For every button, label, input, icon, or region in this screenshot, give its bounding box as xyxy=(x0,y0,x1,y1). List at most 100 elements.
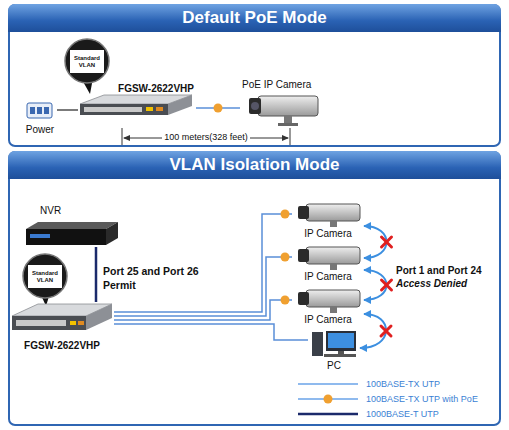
device-label: PoE IP Camera xyxy=(242,79,311,91)
device-label: FGSW-2622VHP xyxy=(118,83,194,95)
device-label: IP Camera xyxy=(304,314,352,326)
camera-icon xyxy=(306,204,360,221)
dimension-line xyxy=(282,135,289,141)
poe-dot xyxy=(281,210,290,219)
pc-icon xyxy=(338,351,344,354)
port-note: Port 1 and Port 24 xyxy=(396,264,482,277)
dimension-label: 100 meters(328 feet) xyxy=(162,132,250,143)
device-node: IP Camera xyxy=(292,286,364,326)
switch-icon xyxy=(16,320,66,326)
camera-icon xyxy=(330,264,337,270)
switch-icon xyxy=(80,95,192,115)
camera-icon xyxy=(251,102,259,110)
device-node: PoE IP Camera xyxy=(240,79,326,126)
camera-icon xyxy=(298,204,360,227)
pc-icon xyxy=(328,333,354,348)
switch-icon xyxy=(78,321,84,325)
legend-sample xyxy=(298,383,358,385)
device-node: Power xyxy=(23,100,57,136)
deny-cross xyxy=(382,280,392,290)
device-node: PC xyxy=(308,329,360,372)
device-node: IP Camera xyxy=(292,200,364,240)
camera-icon xyxy=(298,292,309,305)
cable-connector xyxy=(114,300,292,320)
power-outlet-icon xyxy=(27,103,52,118)
panel-title: Default PoE Mode xyxy=(182,8,327,28)
legend-sample xyxy=(324,395,333,404)
device-node: NVR xyxy=(24,205,120,247)
nvr-icon xyxy=(26,229,106,245)
blocked-link-arrow xyxy=(364,270,387,300)
legend-sample xyxy=(298,413,358,416)
dimension-line xyxy=(123,135,130,141)
pc-icon xyxy=(324,354,356,357)
cable-connector xyxy=(95,247,98,302)
panel-header: Default PoE Mode xyxy=(8,4,501,32)
vlan-badge xyxy=(28,265,62,288)
port-note: Port 25 and Port 26 Permit xyxy=(103,264,221,292)
nvr-icon xyxy=(26,222,118,229)
cable-connector xyxy=(57,109,78,110)
deny-cross xyxy=(382,280,392,290)
switch-icon xyxy=(12,304,112,330)
vlan-badge xyxy=(23,254,67,298)
poe-dot xyxy=(281,253,290,262)
cable-connector xyxy=(114,324,308,340)
legend-sample xyxy=(298,384,358,414)
device-node: FGSW-2622VHP xyxy=(10,302,114,352)
deny-cross xyxy=(381,326,391,336)
camera-icon xyxy=(298,249,309,262)
camera-icon xyxy=(298,290,360,313)
legend-text: 100BASE-TX UTP xyxy=(366,378,440,390)
deny-cross xyxy=(382,237,392,247)
device-label: Power xyxy=(26,124,54,136)
deny-cross xyxy=(381,326,391,336)
camera-icon xyxy=(298,206,309,219)
camera-icon xyxy=(306,247,360,264)
device-label: IP Camera xyxy=(304,228,352,240)
vlan-badge xyxy=(65,39,109,83)
port-note: Access Denied xyxy=(396,277,467,290)
pc-icon xyxy=(326,331,356,351)
camera-icon xyxy=(330,307,337,313)
dimension-line xyxy=(290,128,291,145)
panel-header: VLAN Isolation Mode xyxy=(8,151,501,179)
power-outlet-icon xyxy=(44,107,49,114)
camera-icon xyxy=(249,96,318,126)
panel-frame: Default PoE ModePower FGSW-2622VHP PoE IP … xyxy=(8,4,501,147)
nvr-icon xyxy=(26,222,118,245)
camera-icon xyxy=(258,96,318,116)
poe-dot xyxy=(281,296,290,305)
device-label: FGSW-2622VHP xyxy=(24,340,100,352)
camera-icon xyxy=(278,123,298,126)
vlan-badge xyxy=(65,39,109,94)
blocked-link-arrow xyxy=(364,226,387,258)
device-node: IP Camera xyxy=(292,243,364,283)
camera-icon xyxy=(284,116,292,124)
dimension-line xyxy=(122,128,290,145)
device-label: IP Camera xyxy=(304,271,352,283)
switch-icon xyxy=(156,107,163,111)
power-outlet-icon xyxy=(37,107,42,114)
pc-icon xyxy=(312,332,323,356)
switch-icon xyxy=(70,321,76,325)
switch-icon xyxy=(86,304,112,330)
switch-icon xyxy=(84,107,142,112)
vlan-badge xyxy=(70,50,104,73)
poe-dot xyxy=(214,104,223,113)
badge-text: Standard VLAN xyxy=(29,270,61,283)
camera-icon xyxy=(298,247,360,270)
camera-icon xyxy=(330,221,337,227)
power-outlet-icon xyxy=(27,103,52,118)
blocked-link-arrow xyxy=(360,314,386,348)
deny-cross xyxy=(382,280,392,290)
camera-icon xyxy=(249,98,261,114)
dimension-line xyxy=(122,128,123,145)
switch-icon xyxy=(168,95,192,115)
panel-title: VLAN Isolation Mode xyxy=(170,155,340,175)
legend-text: 100BASE-TX UTP with PoE xyxy=(366,393,478,405)
deny-cross xyxy=(382,237,392,247)
pc-icon xyxy=(312,331,356,357)
